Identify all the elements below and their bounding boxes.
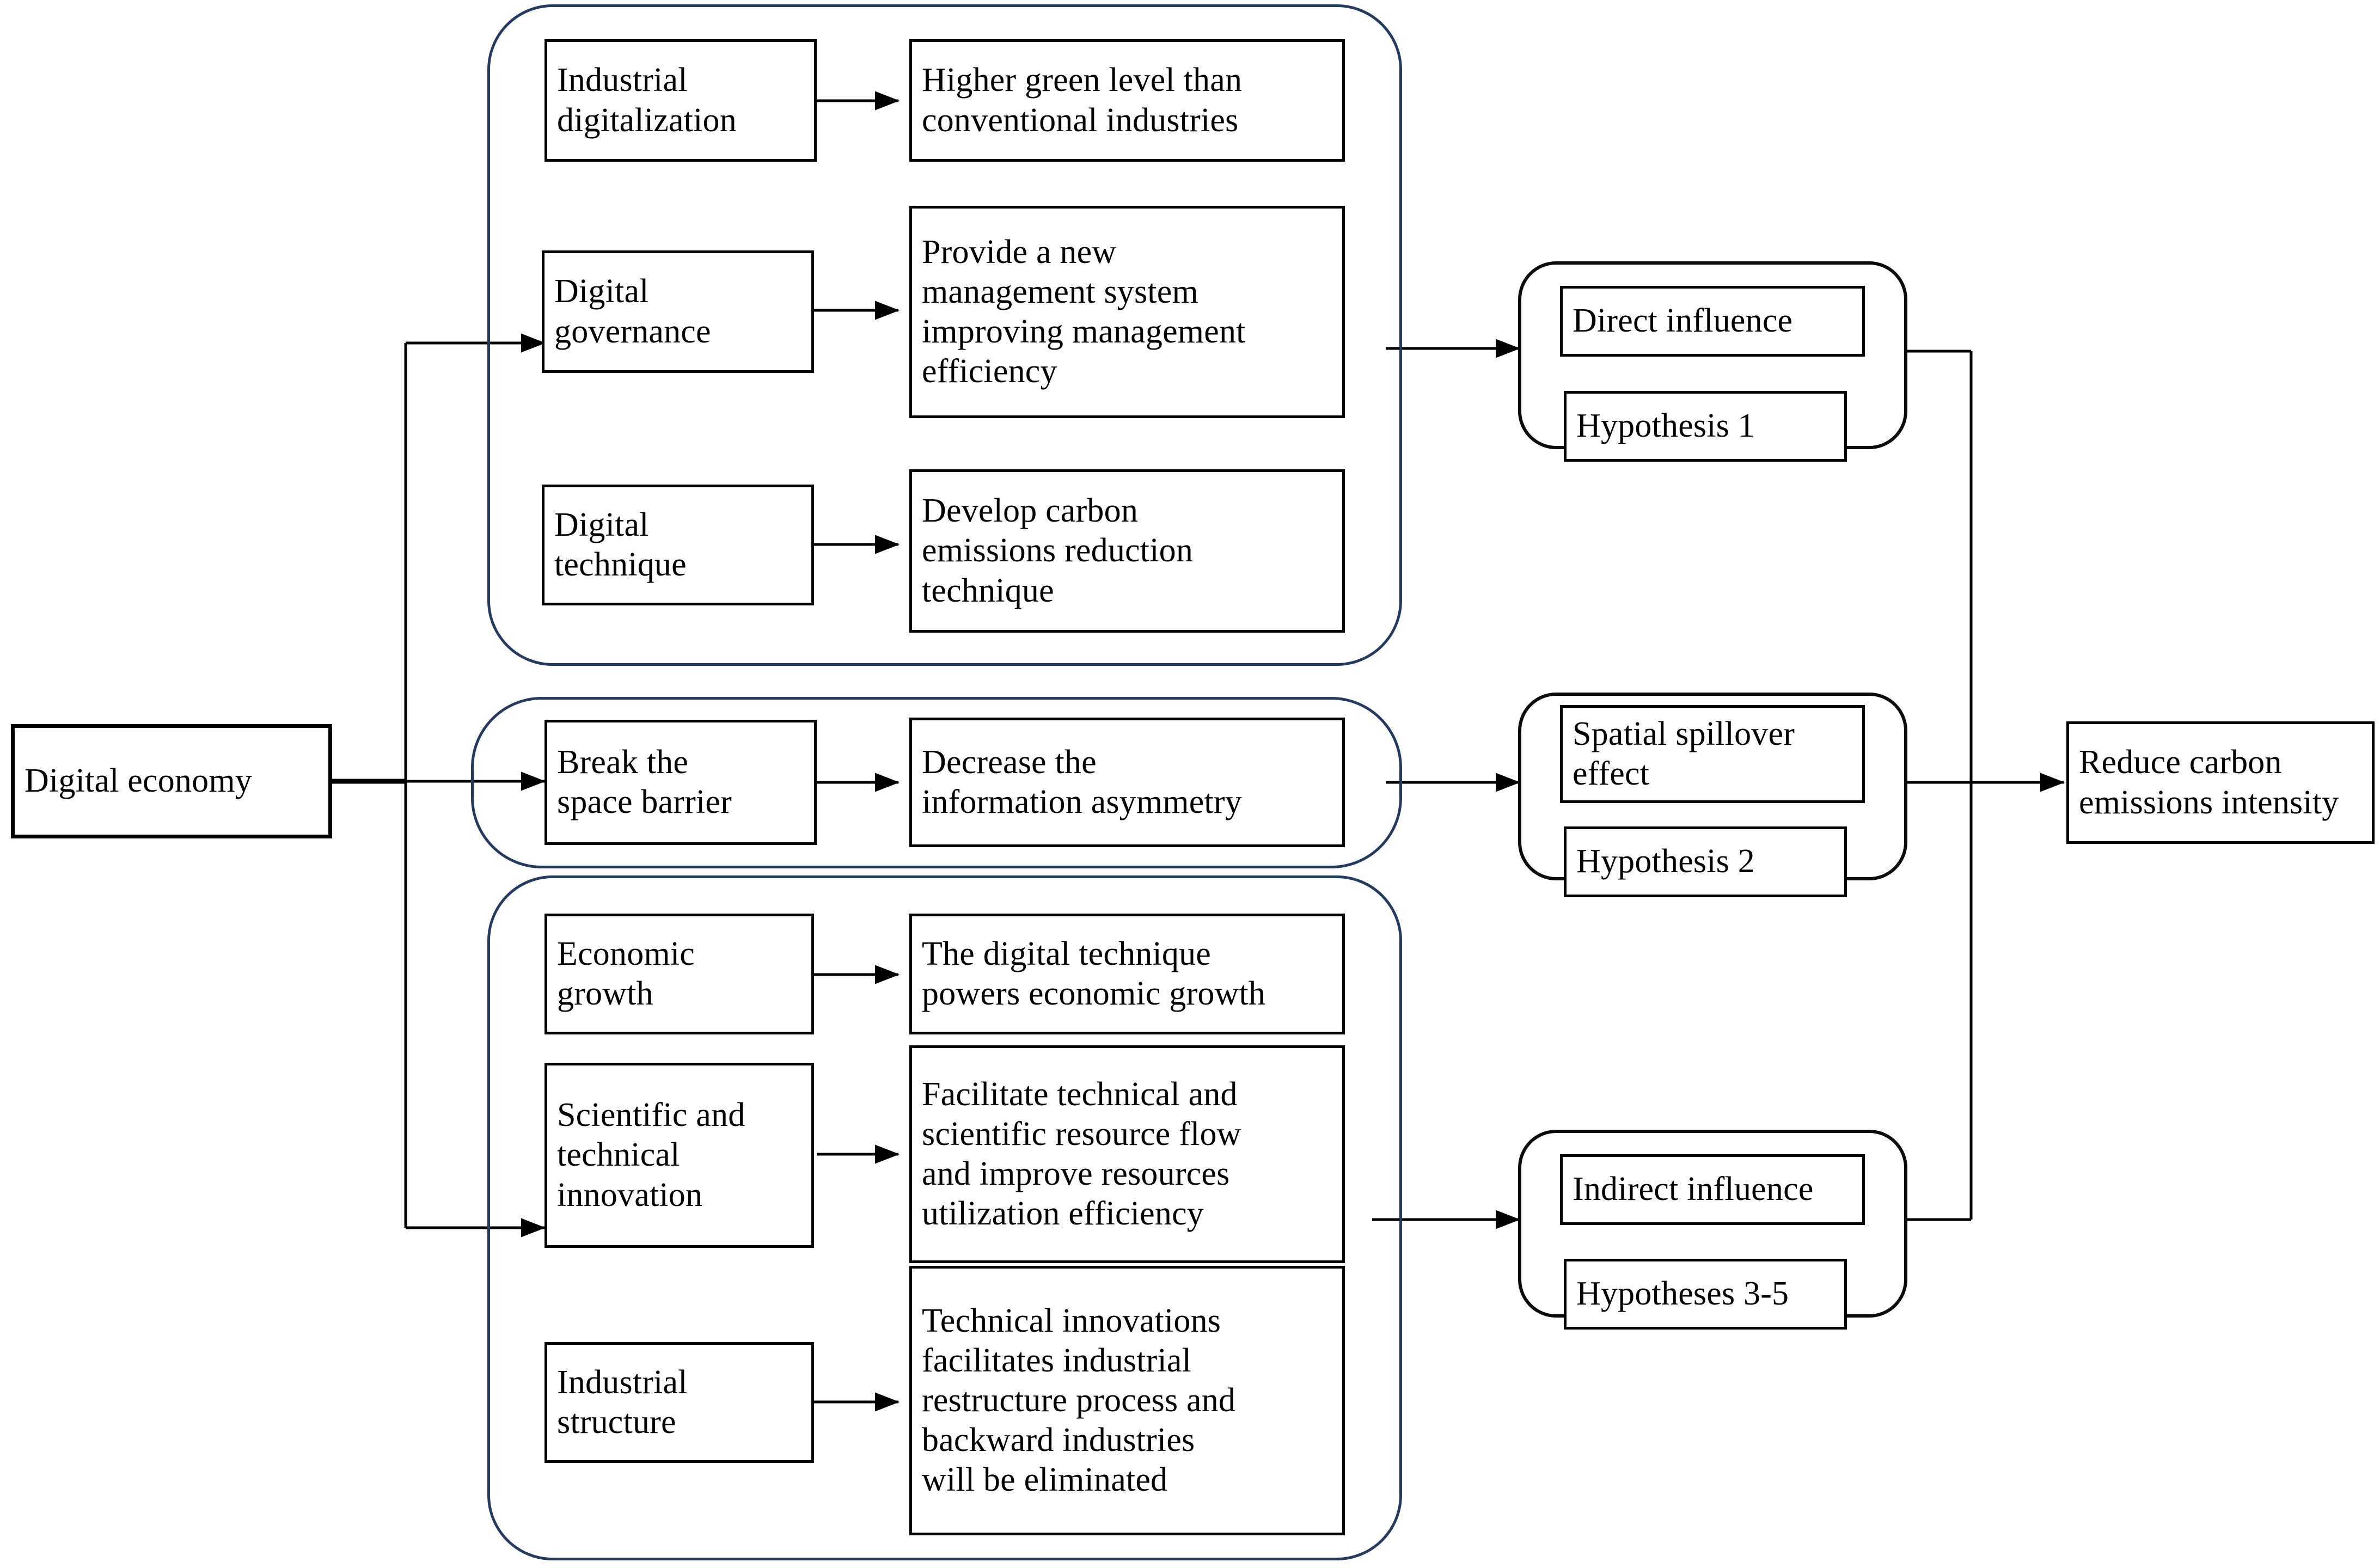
source-node-label: Digital economy (25, 762, 252, 800)
driver-label: Break the space barrier (557, 743, 732, 820)
driver-node-digital-technique[interactable]: Digital technique (542, 485, 814, 605)
driver-label: Scientific and technical innovation (557, 1097, 745, 1214)
hypothesis-label: Hypothesis 2 (1576, 843, 1755, 880)
hypothesis-node-2[interactable]: Hypothesis 2 (1564, 826, 1847, 897)
source-node-digital-economy[interactable]: Digital economy (11, 724, 332, 838)
hypothesis-to-outcome-connectors (1904, 350, 2065, 1221)
effect-label: Technical innovations facilitates indust… (922, 1302, 1236, 1499)
effect-label: Provide a new management system improvin… (922, 233, 1246, 390)
influence-label: Indirect influence (1573, 1171, 1814, 1208)
effect-label: Decrease the information asymmetry (922, 743, 1242, 820)
hypothesis-label: Hypotheses 3-5 (1576, 1275, 1789, 1313)
source-trunk-connector (332, 333, 546, 1238)
driver-label: Digital governance (554, 273, 711, 350)
indirect-channel-group-container (487, 875, 1402, 1560)
group1-internal-arrows (814, 91, 900, 554)
effect-node-decrease-information-asymmetry[interactable]: Decrease the information asymmetry (909, 718, 1345, 847)
effect-node-higher-green-level[interactable]: Higher green level than conventional ind… (909, 39, 1345, 162)
effect-node-digital-technique-powers-growth[interactable]: The digital technique powers economic gr… (909, 914, 1345, 1034)
spatial-channel-group-container (471, 697, 1402, 868)
influence-node-direct-influence[interactable]: Direct influence (1560, 286, 1865, 357)
outcome-node-reduce-carbon-emissions-intensity[interactable]: Reduce carbon emissions intensity (2066, 721, 2375, 844)
driver-node-industrial-structure[interactable]: Industrial structure (544, 1342, 814, 1463)
effect-label: Facilitate technical and scientific reso… (922, 1075, 1241, 1233)
influence-node-spatial-spillover-effect[interactable]: Spatial spillover effect (1560, 705, 1865, 803)
effect-node-technical-innovations-restructure[interactable]: Technical innovations facilitates indust… (909, 1266, 1345, 1535)
hypothesis-node-3-5[interactable]: Hypotheses 3-5 (1564, 1259, 1847, 1330)
influence-node-indirect-influence[interactable]: Indirect influence (1560, 1154, 1865, 1225)
influence-label: Spatial spillover effect (1573, 715, 1795, 792)
driver-node-industrial-digitalization[interactable]: Industrial digitalization (544, 39, 817, 162)
hypothesis-node-1[interactable]: Hypothesis 1 (1564, 391, 1847, 462)
driver-label: Industrial structure (557, 1363, 688, 1441)
group-to-hypothesis-connectors (1372, 339, 1520, 1229)
outcome-node-label: Reduce carbon emissions intensity (2079, 744, 2339, 821)
effect-label: Higher green level than conventional ind… (922, 62, 1243, 139)
driver-node-break-space-barrier[interactable]: Break the space barrier (544, 720, 817, 845)
driver-node-economic-growth[interactable]: Economic growth (544, 914, 814, 1034)
effect-node-facilitate-resource-flow[interactable]: Facilitate technical and scientific reso… (909, 1045, 1345, 1263)
effect-node-new-management-system[interactable]: Provide a new management system improvin… (909, 206, 1345, 418)
effect-node-carbon-reduction-technique[interactable]: Develop carbon emissions reduction techn… (909, 469, 1345, 633)
influence-label: Direct influence (1573, 302, 1793, 340)
driver-label: Industrial digitalization (557, 62, 737, 139)
group3-internal-arrows (814, 965, 900, 1412)
driver-node-scientific-technical-innovation[interactable]: Scientific and technical innovation (544, 1063, 814, 1248)
effect-label: Develop carbon emissions reduction techn… (922, 492, 1194, 609)
driver-label: Digital technique (554, 506, 687, 583)
direct-channel-group-container (487, 4, 1402, 666)
effect-label: The digital technique powers economic gr… (922, 935, 1266, 1012)
driver-label: Economic growth (557, 935, 695, 1012)
driver-node-digital-governance[interactable]: Digital governance (542, 250, 814, 373)
hypothesis-label: Hypothesis 1 (1576, 407, 1755, 445)
